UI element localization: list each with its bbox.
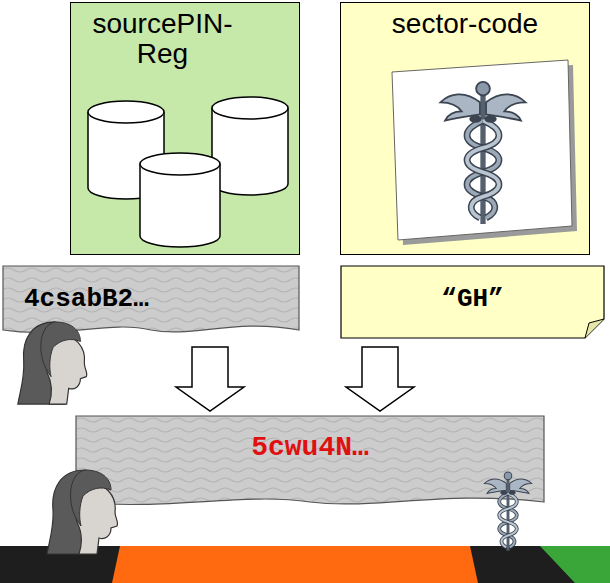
person-icon bbox=[18, 322, 87, 404]
caduceus-symbol bbox=[440, 82, 525, 224]
block-arrow bbox=[176, 347, 244, 411]
footer-green-corner bbox=[540, 546, 610, 583]
node-label: sourcePIN-Reg bbox=[75, 9, 250, 69]
node-label: 5cwu4N… bbox=[90, 433, 530, 463]
person-icon bbox=[47, 470, 118, 554]
database-cylinders bbox=[88, 97, 288, 247]
node-label: sector-code bbox=[345, 9, 585, 39]
footer-orange-bar bbox=[112, 546, 478, 583]
footer-band bbox=[0, 546, 610, 583]
registry-box: sourcePIN-Reg bbox=[70, 2, 300, 255]
sector-pin-token: 5cwu4N… bbox=[75, 415, 545, 511]
sector-code-note: “GH” bbox=[340, 265, 605, 339]
token-outline bbox=[341, 266, 604, 338]
sector-box: sector-code bbox=[340, 2, 590, 255]
source-pin-token: 4csabB2… bbox=[2, 265, 300, 339]
caduceus-symbol bbox=[484, 472, 531, 551]
block-arrow bbox=[346, 347, 414, 411]
token-outline bbox=[76, 416, 544, 504]
note-fold bbox=[585, 319, 604, 338]
sector-paper bbox=[392, 60, 577, 245]
node-label: 4csabB2… bbox=[24, 285, 294, 313]
node-label: “GH” bbox=[350, 285, 595, 313]
token-outline bbox=[3, 266, 299, 332]
